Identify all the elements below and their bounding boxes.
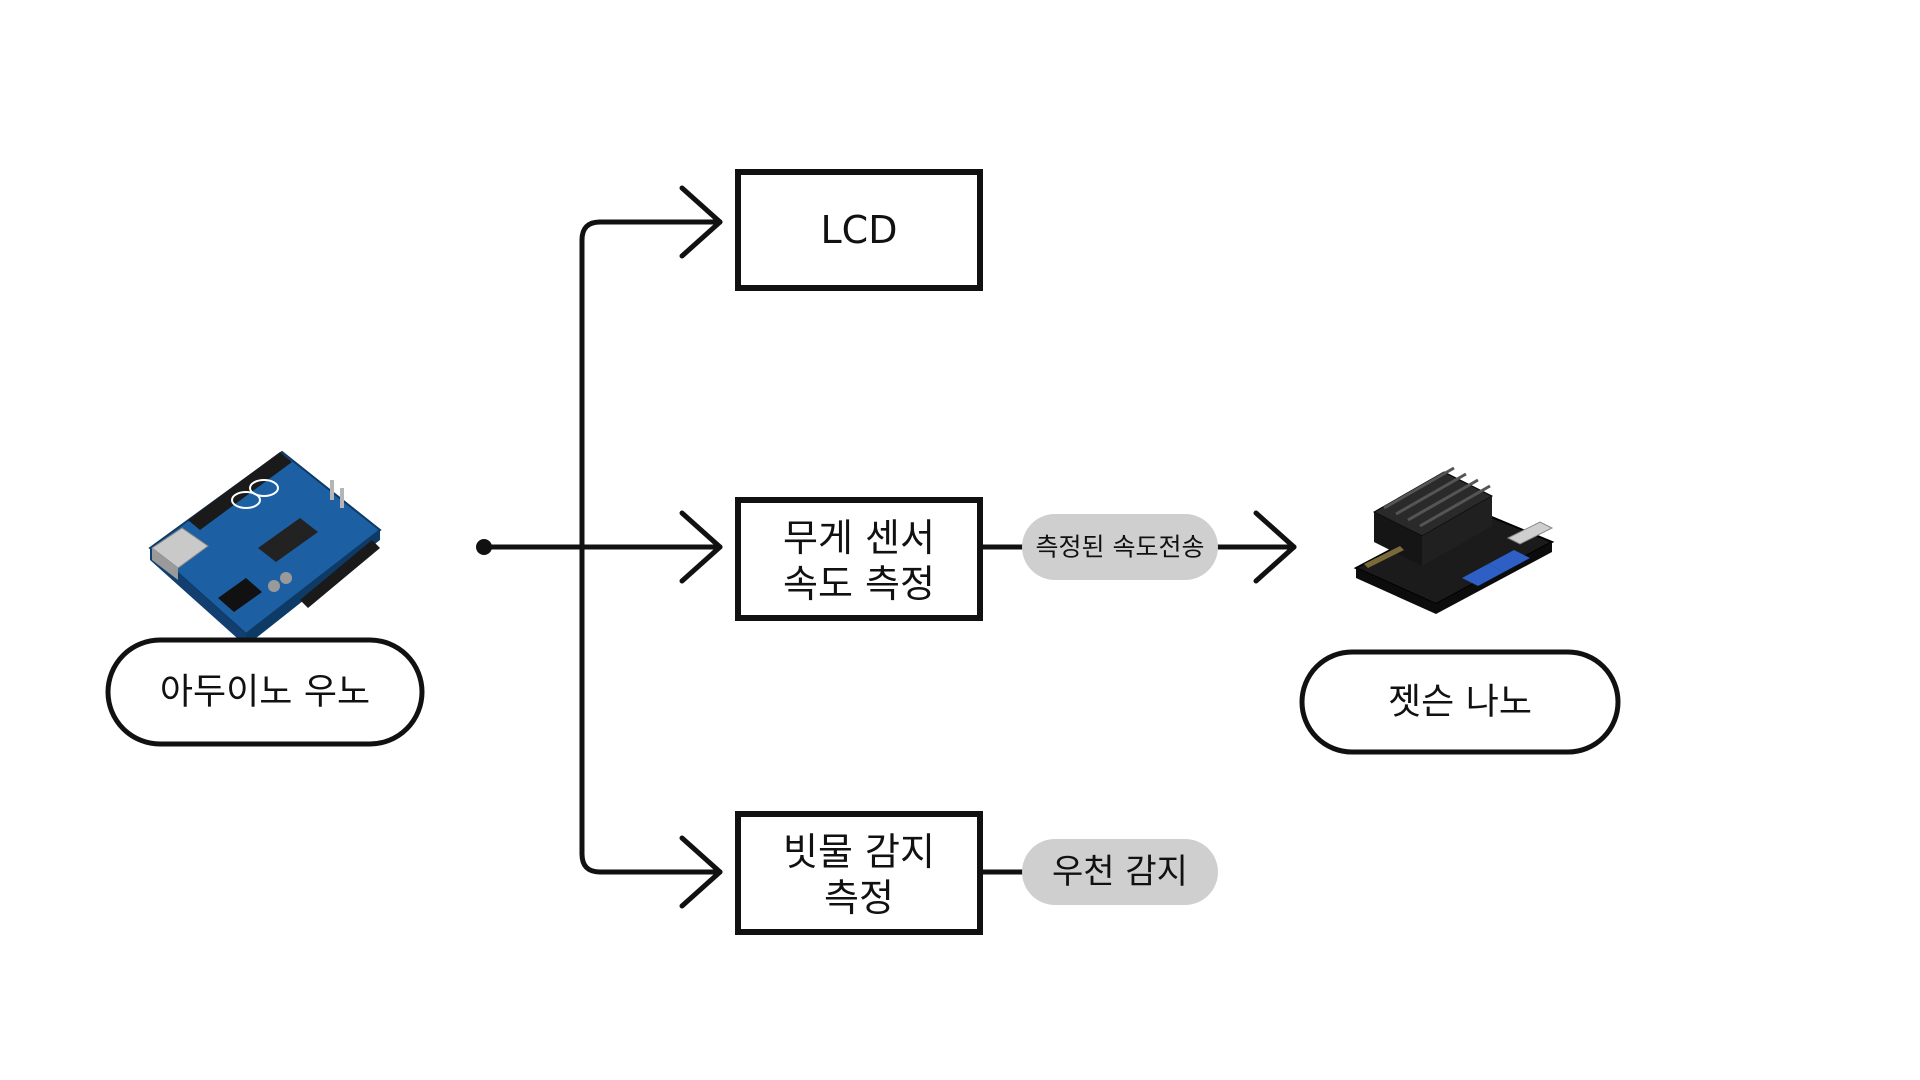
connector-lines (476, 219, 723, 875)
rain-detect-pill (1022, 839, 1218, 905)
rain-detect-edge: 우천 감지 (980, 839, 1218, 905)
lcd-label: LCD (821, 208, 898, 252)
rain-sensor-line1: 빗물 감지 (783, 830, 935, 874)
speed-transfer-label: 측정된 속도전송 (1036, 533, 1205, 562)
arrowhead-rain (679, 835, 723, 909)
rain-sensor-line2: 측정 (824, 876, 894, 920)
arduino-uno-node (105, 637, 425, 747)
arrowhead-lcd (679, 185, 723, 259)
weight-sensor-line1: 무게 센서 (783, 516, 935, 560)
rain-sensor-node (735, 811, 983, 935)
weight-sensor-line2: 속도 측정 (783, 562, 935, 606)
lcd-node (735, 169, 983, 291)
branch-trunk (579, 219, 655, 875)
jetson-nano-label: 젯슨 나노 (1388, 682, 1532, 723)
jetson-nano-node (1299, 649, 1621, 755)
jetson-nano-board-icon (1353, 466, 1555, 614)
arduino-uno-board-icon (148, 450, 382, 646)
arrowhead-weight (679, 510, 723, 584)
rain-detect-label: 우천 감지 (1052, 852, 1188, 892)
arduino-uno-label: 아두이노 우노 (160, 672, 370, 713)
speed-transfer-pill (1022, 514, 1218, 580)
speed-transfer-edge: 측정된 속도전송 (980, 514, 1297, 580)
weight-sensor-node (735, 497, 983, 621)
